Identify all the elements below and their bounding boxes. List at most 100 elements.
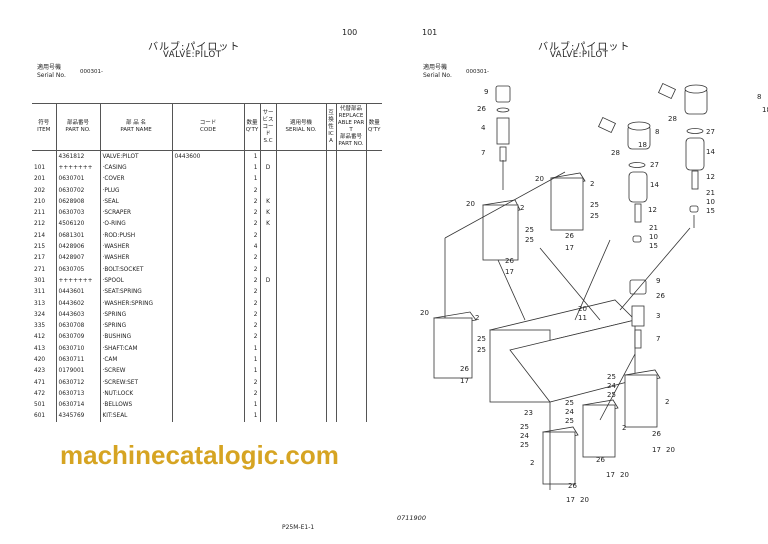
cell-empty [335, 196, 366, 208]
callout-label: 17 [460, 377, 469, 385]
cell-item: 201 [34, 176, 46, 183]
cell-code [171, 162, 244, 174]
cell-empty [325, 230, 336, 242]
cell-empty [365, 230, 382, 242]
cell-code [171, 343, 244, 355]
callout-label: 2 [530, 459, 535, 467]
cell-empty [365, 150, 382, 163]
cell-sc [259, 388, 276, 400]
callout-label: 9 [484, 88, 489, 96]
cell-empty [335, 230, 366, 242]
cell-empty [335, 241, 366, 253]
cell-code [171, 230, 244, 242]
cell-part-no: 0630708 [55, 320, 100, 332]
callout-label: 28 [668, 115, 677, 123]
callout-label: 4 [481, 124, 486, 132]
cell-empty [325, 286, 336, 298]
cell-qty: 2 [243, 263, 260, 276]
cell-sc: K [259, 207, 276, 219]
callout-label: 20 [620, 471, 629, 479]
cell-part-no: 0428907 [55, 252, 100, 264]
cell-empty [335, 388, 366, 400]
cell-item: 472 [34, 390, 46, 397]
cell-empty [325, 275, 336, 287]
cell-empty [335, 263, 366, 276]
cell-sc [259, 376, 276, 389]
callout-label: 8 [757, 93, 762, 101]
cell-qty: 2 [243, 207, 260, 219]
callout-label: 25 [525, 236, 534, 244]
cell-empty [325, 184, 336, 197]
cell-empty [365, 365, 382, 377]
callout-label: 7 [656, 335, 661, 343]
cell-name: ·WASHER [99, 252, 172, 264]
callout-label: 25 [477, 346, 486, 354]
cell-code [171, 252, 244, 264]
cell-part-no: 0630713 [55, 388, 100, 400]
serial-label-en: Serial No. [37, 72, 66, 79]
cell-code [171, 331, 244, 344]
cell-name: ·CASING [99, 162, 172, 174]
cell-empty [335, 331, 366, 344]
cell-qty: 2 [243, 218, 260, 231]
cell-sc: K [259, 196, 276, 208]
cell-name: ·CAM [99, 354, 172, 366]
callout-label: 24 [520, 432, 529, 440]
callout-label: 25 [607, 373, 616, 381]
header-jp: 適用号機 [289, 120, 312, 126]
callout-label: 17 [505, 268, 514, 276]
cell-item: 311 [34, 289, 46, 296]
cell-empty [275, 207, 326, 219]
cell-name: ·SPOOL [99, 275, 172, 287]
callout-label: 25 [525, 226, 534, 234]
cell-code [171, 196, 244, 208]
header-en: S.C [263, 137, 273, 144]
cell-name: ·SPRING [99, 309, 172, 321]
cell-empty [365, 343, 382, 355]
cell-empty [365, 275, 382, 287]
cell-name: ·SEAT:SPRING [99, 286, 172, 298]
cell-empty [275, 399, 326, 411]
cell-qty: 1 [243, 410, 260, 423]
cell-part-no: 0630712 [55, 376, 100, 389]
cell-qty: 2 [243, 184, 260, 197]
callout-label: 25 [477, 335, 486, 343]
serial-value-left: 000301- [80, 69, 103, 75]
cell-empty [325, 207, 336, 219]
cell-item: 501 [34, 402, 46, 409]
cell-empty [275, 331, 326, 344]
cell-code [171, 410, 244, 423]
cell-qty: 2 [243, 196, 260, 208]
header-jp: 数量 [368, 120, 380, 126]
cell-name: ·SCREW:SET [99, 376, 172, 389]
cell-part-no: 0443601 [55, 286, 100, 298]
cell-empty [275, 320, 326, 332]
callout-label: 12 [648, 206, 657, 214]
title-en-right: VALVE:PILOT [550, 50, 609, 60]
callout-label: 18 [762, 106, 768, 114]
cell-sc [259, 297, 276, 310]
cell-empty [365, 252, 382, 264]
watermark: machinecatalogic.com [60, 440, 339, 470]
cell-empty [275, 410, 326, 423]
serial-value-right: 000301- [466, 69, 489, 75]
page-number-left: 100 [342, 28, 358, 37]
cell-code [171, 399, 244, 411]
cell-item: 324 [34, 311, 46, 318]
cell-item: 420 [34, 356, 46, 363]
cell-qty: 2 [243, 297, 260, 310]
